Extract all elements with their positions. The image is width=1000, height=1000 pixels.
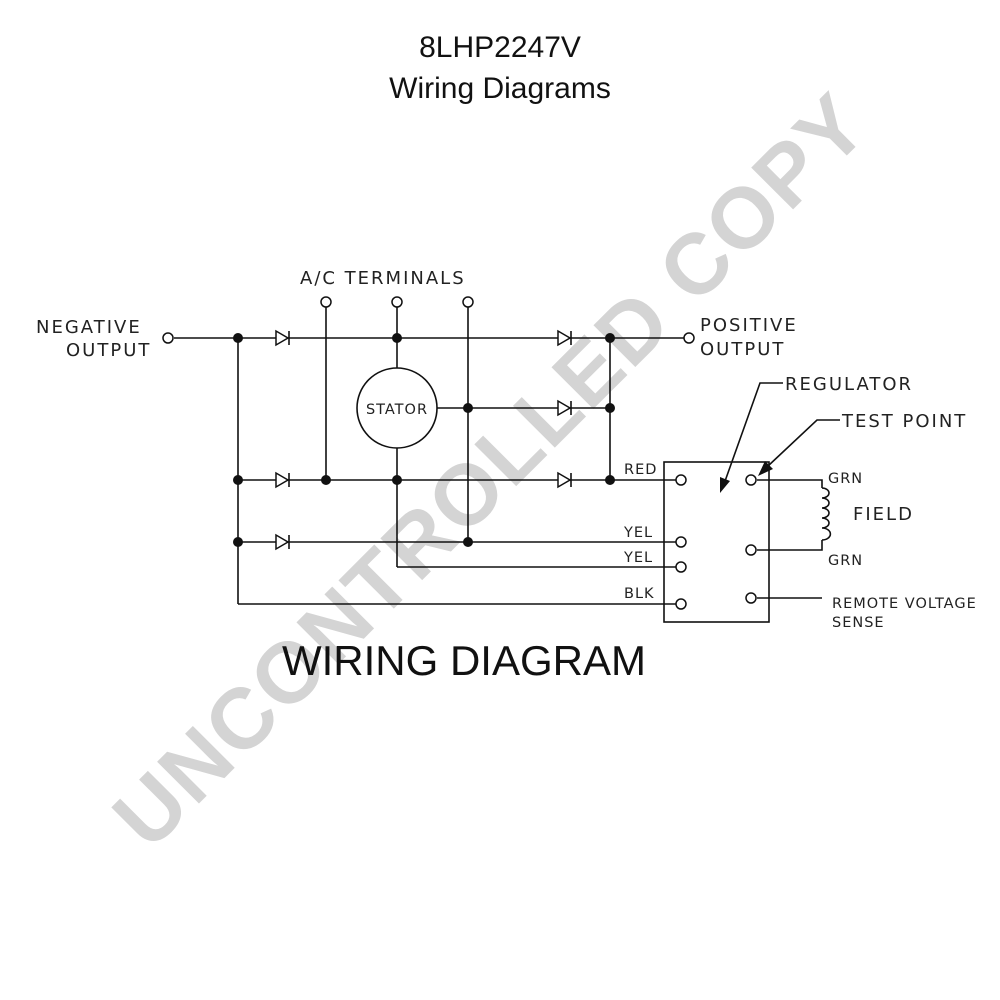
regulator-terminal-yel-2 xyxy=(675,561,687,573)
regulator-leader xyxy=(723,382,783,485)
regulator-terminal-sense xyxy=(745,592,757,604)
regulator-terminal-grn xyxy=(745,544,757,556)
diode-icon xyxy=(557,471,572,489)
test-point-leader xyxy=(767,419,840,467)
test-point-label: TEST POINT xyxy=(841,411,967,432)
diodes xyxy=(275,329,572,551)
junctions xyxy=(233,333,615,547)
ac-terminal-1 xyxy=(320,296,332,308)
arrow-head-icon xyxy=(720,477,730,493)
junction-dot xyxy=(605,403,615,413)
regulator-test-point xyxy=(745,474,757,486)
regulator-label: REGULATOR xyxy=(785,374,913,395)
remote-voltage-sense-label-2: SENSE xyxy=(832,615,885,631)
diode-icon xyxy=(275,471,290,489)
wire-label-yel-2: YEL xyxy=(623,550,653,566)
regulator-box xyxy=(663,461,770,623)
junction-dot xyxy=(463,403,473,413)
regulator-terminal-yel-1 xyxy=(675,536,687,548)
field-coil-icon xyxy=(821,487,832,541)
junction-dot xyxy=(233,475,243,485)
positive-output-label: POSITIVE xyxy=(700,315,798,336)
negative-output-terminal xyxy=(162,332,174,344)
ac-terminal-2 xyxy=(391,296,403,308)
wire-label-yel-1: YEL xyxy=(623,525,653,541)
junction-dot xyxy=(392,475,402,485)
positive-output-label-2: OUTPUT xyxy=(700,339,785,360)
junction-dot xyxy=(605,475,615,485)
junction-dot xyxy=(392,333,402,343)
page-subtitle: Wiring Diagrams xyxy=(389,72,611,105)
diode-icon xyxy=(275,329,290,347)
regulator-terminal-red xyxy=(675,474,687,486)
wire-label-red: RED xyxy=(624,462,657,478)
diagram-caption: WIRING DIAGRAM xyxy=(282,637,646,684)
wire-label-grn-2: GRN xyxy=(828,553,863,569)
arrow-head-icon xyxy=(758,461,773,476)
remote-voltage-sense-label: REMOTE VOLTAGE xyxy=(832,596,977,612)
field-label: FIELD xyxy=(853,504,914,525)
wire-grn-1 xyxy=(757,479,823,488)
junction-dot xyxy=(233,537,243,547)
negative-output-label-2: OUTPUT xyxy=(66,340,151,361)
diode-icon xyxy=(275,533,290,551)
junction-dot xyxy=(605,333,615,343)
regulator-terminal-blk xyxy=(675,598,687,610)
model-title: 8LHP2247V xyxy=(419,31,581,64)
terminals xyxy=(162,296,757,610)
positive-output-terminal xyxy=(683,332,695,344)
ac-terminal-3 xyxy=(462,296,474,308)
ac-terminals-label: A/C TERMINALS xyxy=(300,268,466,289)
junction-dot xyxy=(463,537,473,547)
wire-grn-2 xyxy=(757,540,823,551)
wire-label-blk: BLK xyxy=(624,586,655,602)
stator-icon xyxy=(356,367,438,449)
negative-output-label: NEGATIVE xyxy=(36,317,142,338)
stator-label: STATOR xyxy=(366,402,428,418)
leaders xyxy=(720,382,840,493)
diode-icon xyxy=(557,399,572,417)
diode-icon xyxy=(557,329,572,347)
junction-dot xyxy=(321,475,331,485)
junction-dot xyxy=(233,333,243,343)
wire-label-grn-1: GRN xyxy=(828,471,863,487)
